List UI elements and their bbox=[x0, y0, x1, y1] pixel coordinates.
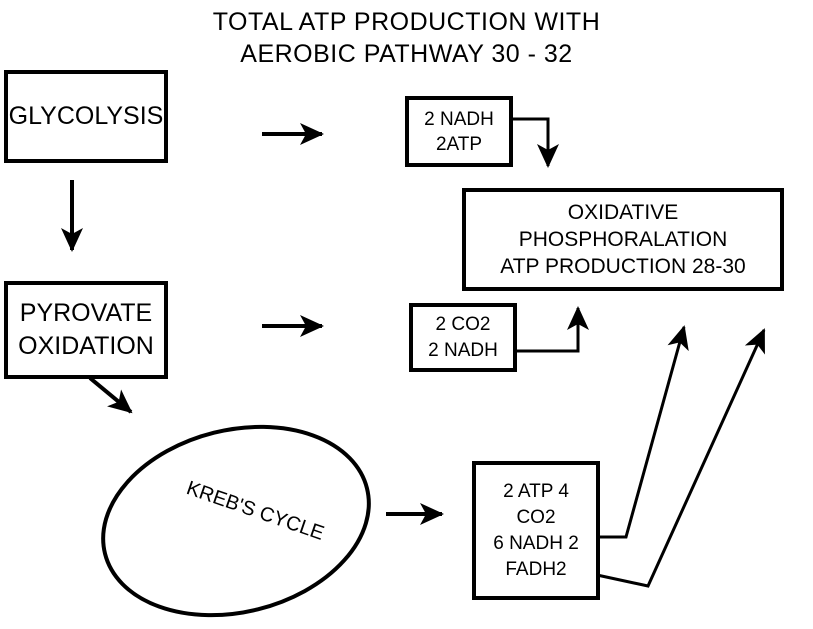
arrow-pyruvate-nadh-to-oxphos bbox=[514, 306, 589, 353]
glycolysis-products-box: 2 NADH 2ATP bbox=[405, 96, 513, 167]
title-line-2: AEROBIC PATHWAY 30 - 32 bbox=[240, 40, 573, 68]
arrow-glycolysis-nadh-to-oxphos bbox=[510, 117, 559, 168]
krebs-product-atp: 2 ATP 4 bbox=[503, 480, 569, 502]
glycolysis-product-atp: 2ATP bbox=[435, 133, 483, 155]
krebs-cycle-ellipse bbox=[101, 424, 371, 618]
pyruvate-oxidation-box: PYROVATE OXIDATION bbox=[4, 281, 168, 379]
arrow-krebs-fadh2-to-oxphos bbox=[596, 328, 766, 588]
title-line-1: TOTAL ATP PRODUCTION WITH bbox=[212, 8, 601, 36]
pyruvate-products-box: 2 CO2 2 NADH bbox=[409, 303, 517, 372]
pyruvate-label-line-2: OXIDATION bbox=[18, 332, 154, 360]
oxphos-line-2: PHOSPHORALATION bbox=[518, 228, 728, 251]
oxphos-line-1: OXIDATIVE bbox=[567, 201, 679, 224]
glycolysis-label: GLYCOLYSIS bbox=[8, 102, 164, 130]
diagram-title: TOTAL ATP PRODUCTION WITH AEROBIC PATHWA… bbox=[0, 6, 813, 70]
arrow-pyruvate-to-krebs bbox=[88, 376, 133, 414]
pyruvate-label-line-1: PYROVATE bbox=[19, 299, 153, 327]
pyruvate-product-nadh: 2 NADH bbox=[428, 339, 498, 361]
glycolysis-product-nadh: 2 NADH bbox=[424, 108, 494, 130]
krebs-product-co2: CO2 bbox=[516, 506, 556, 528]
glycolysis-box: GLYCOLYSIS bbox=[4, 70, 168, 163]
pyruvate-product-co2: 2 CO2 bbox=[435, 313, 491, 335]
krebs-product-fadh2: FADH2 bbox=[505, 558, 567, 580]
oxphos-line-3: ATP PRODUCTION 28-30 bbox=[500, 255, 746, 278]
krebs-product-nadh: 6 NADH 2 bbox=[493, 532, 579, 554]
arrow-krebs-nadh-to-oxphos bbox=[597, 325, 689, 539]
krebs-products-box: 2 ATP 4 CO2 6 NADH 2 FADH2 bbox=[472, 461, 600, 600]
oxidative-phosphorylation-box: OXIDATIVE PHOSPHORALATION ATP PRODUCTION… bbox=[462, 188, 784, 291]
